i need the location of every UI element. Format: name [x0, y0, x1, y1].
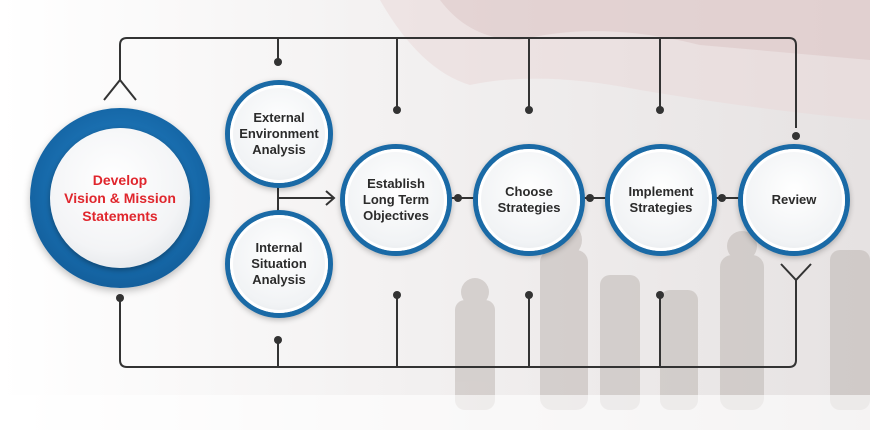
choose-strategies-label: Choose Strategies: [497, 184, 561, 215]
objectives-node: Establish Long Term Objectives: [340, 144, 452, 256]
review-label: Review: [771, 192, 817, 207]
vision-mission-node: Develop Vision & Mission Statements: [50, 128, 190, 268]
choose-strategies-node: Choose Strategies: [473, 144, 585, 256]
objectives-label: Establish Long Term Objectives: [362, 176, 430, 223]
internal-analysis-node: Internal Situation Analysis: [225, 210, 333, 318]
internal-analysis-label: Internal Situation Analysis: [251, 240, 307, 287]
external-analysis-label: External Environment Analysis: [239, 110, 319, 157]
vision-mission-label: Develop Vision & Mission Statements: [64, 172, 176, 224]
implement-strategies-label: Implement Strategies: [628, 184, 694, 215]
review-node: Review: [738, 144, 850, 256]
external-analysis-node: External Environment Analysis: [225, 80, 333, 188]
implement-strategies-node: Implement Strategies: [605, 144, 717, 256]
